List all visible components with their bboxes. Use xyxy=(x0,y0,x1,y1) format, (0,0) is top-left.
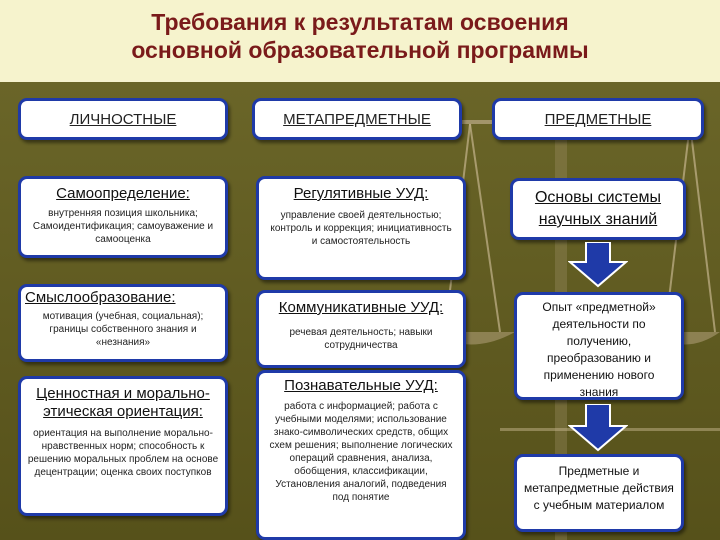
header-metasubject-label: МЕТАПРЕДМЕТНЫЕ xyxy=(283,111,431,128)
card-communicative-uud: Коммуникативные УУД: речевая деятельност… xyxy=(256,290,466,368)
card-subject-actions-text: Предметные и метапредметные действия с у… xyxy=(523,463,675,514)
header-personal-label: ЛИЧНОСТНЫЕ xyxy=(70,111,177,128)
card-regulative-uud-body: управление своей деятельностью; контроль… xyxy=(267,209,455,248)
header-metasubject: МЕТАПРЕДМЕТНЫЕ xyxy=(252,98,462,140)
header-subject: ПРЕДМЕТНЫЕ xyxy=(492,98,704,140)
slide-title: Требования к результатам освоения основн… xyxy=(0,8,720,64)
card-value-orientation-body: ориентация на выполнение морально-нравст… xyxy=(25,427,221,479)
card-communicative-uud-body: речевая деятельность; навыки сотрудничес… xyxy=(267,326,455,352)
card-meaning-formation-body: мотивация (учебная, социальная); границы… xyxy=(25,310,221,349)
card-subject-experience: Опыт «предметной» деятельности по получе… xyxy=(514,292,684,400)
card-regulative-uud: Регулятивные УУД: управление своей деяте… xyxy=(256,176,466,280)
card-value-orientation-title: Ценностная и морально-этическая ориентац… xyxy=(25,385,221,421)
card-self-determination: Самоопределение: внутренняя позиция школ… xyxy=(18,176,228,258)
card-scientific-knowledge-text: Основы системы научных знаний xyxy=(519,187,677,231)
content-panel: ЛИЧНОСТНЫЕ МЕТАПРЕДМЕТНЫЕ ПРЕДМЕТНЫЕ Сам… xyxy=(0,82,720,540)
slide-title-line2: основной образовательной программы xyxy=(0,36,720,64)
card-cognitive-uud: Познавательные УУД: работа с информацией… xyxy=(256,370,466,540)
card-subject-actions: Предметные и метапредметные действия с у… xyxy=(514,454,684,532)
header-subject-label: ПРЕДМЕТНЫЕ xyxy=(545,111,652,128)
card-communicative-uud-title: Коммуникативные УУД: xyxy=(267,299,455,317)
slide-title-line1: Требования к результатам освоения xyxy=(0,8,720,36)
card-value-orientation: Ценностная и морально-этическая ориентац… xyxy=(18,376,228,516)
card-regulative-uud-title: Регулятивные УУД: xyxy=(267,185,455,203)
card-subject-experience-text: Опыт «предметной» деятельности по получе… xyxy=(523,299,675,401)
arrow-down-2-icon xyxy=(568,404,628,452)
card-meaning-formation-title: Смыслообразование: xyxy=(25,289,221,307)
card-cognitive-uud-title: Познавательные УУД: xyxy=(267,377,455,395)
card-self-determination-body: внутренняя позиция школьника; Самоиденти… xyxy=(25,207,221,246)
card-self-determination-title: Самоопределение: xyxy=(25,185,221,203)
card-meaning-formation: Смыслообразование: мотивация (учебная, с… xyxy=(18,284,228,362)
card-cognitive-uud-body: работа с информацией; работа с учебными … xyxy=(267,400,455,504)
header-personal: ЛИЧНОСТНЫЕ xyxy=(18,98,228,140)
arrow-down-1-icon xyxy=(568,242,628,288)
card-scientific-knowledge: Основы системы научных знаний xyxy=(510,178,686,240)
